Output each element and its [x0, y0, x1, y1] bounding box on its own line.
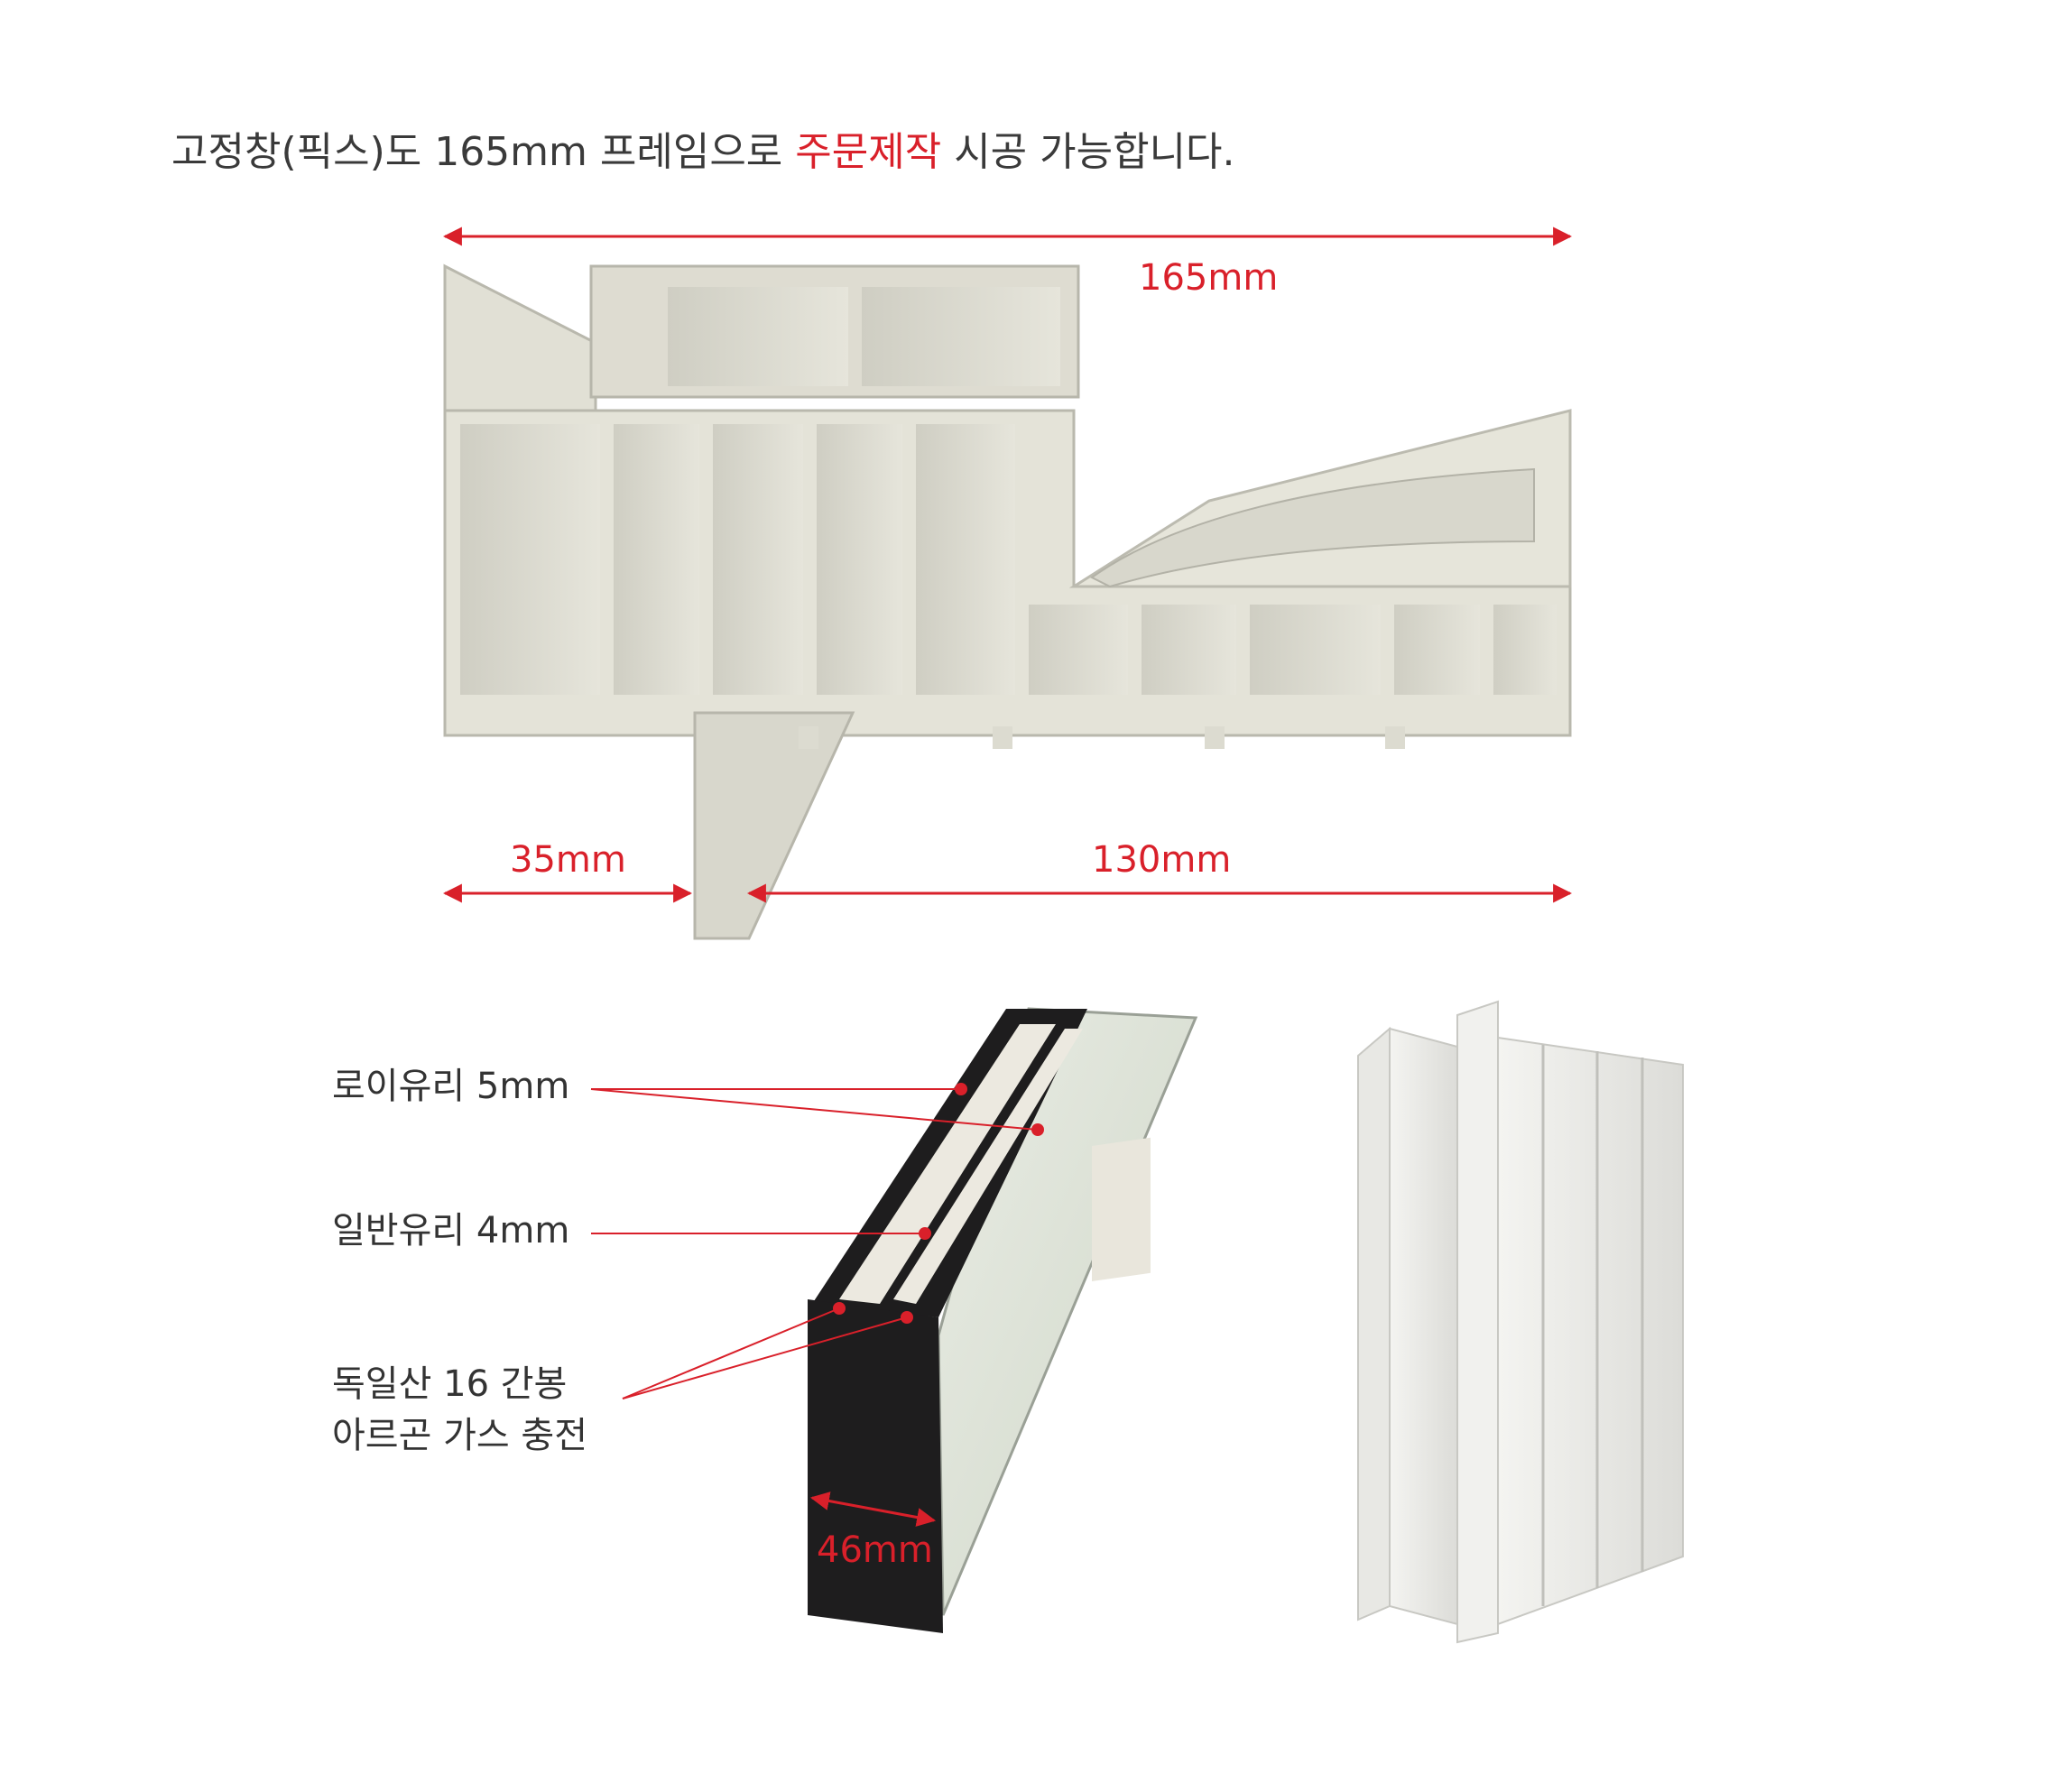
- label-lowe-glass: 로이유리 5mm: [332, 1066, 570, 1107]
- glass-side-edge: [808, 1299, 943, 1633]
- callout-line-spacer-2: [622, 1316, 908, 1399]
- frame-left-wing: [443, 263, 597, 417]
- label-spacer-line2: 아르곤 가스 충전: [332, 1415, 588, 1456]
- dimension-glass: 46mm: [817, 1529, 933, 1571]
- label-clear-glass: 일반유리 4mm: [332, 1210, 570, 1252]
- dimension-arrow-glass: [809, 1492, 937, 1527]
- callout-line-spacer-1: [622, 1307, 840, 1399]
- headline-suffix: 시공 가능합니다.: [941, 129, 1235, 175]
- headline-highlight: 주문제작: [795, 129, 942, 175]
- frame-bottom-fin: [693, 711, 855, 940]
- dimension-right: 130mm: [1092, 839, 1232, 881]
- headline-prefix: 고정창(픽스)도 165mm 프레임으로: [171, 129, 796, 175]
- headline: 고정창(픽스)도 165mm 프레임으로 주문제작 시공 가능합니다.: [171, 119, 1235, 177]
- tall-profile: [1357, 1000, 1684, 1644]
- label-spacer-line1: 독일산 16 간봉: [332, 1363, 568, 1405]
- frame-cross-section: [443, 263, 1572, 940]
- dimension-left: 35mm: [510, 839, 626, 881]
- glass-unit: [808, 1007, 1198, 1633]
- callout-line-lowe-2: [590, 1088, 1039, 1131]
- dimension-total: 165mm: [1139, 257, 1279, 299]
